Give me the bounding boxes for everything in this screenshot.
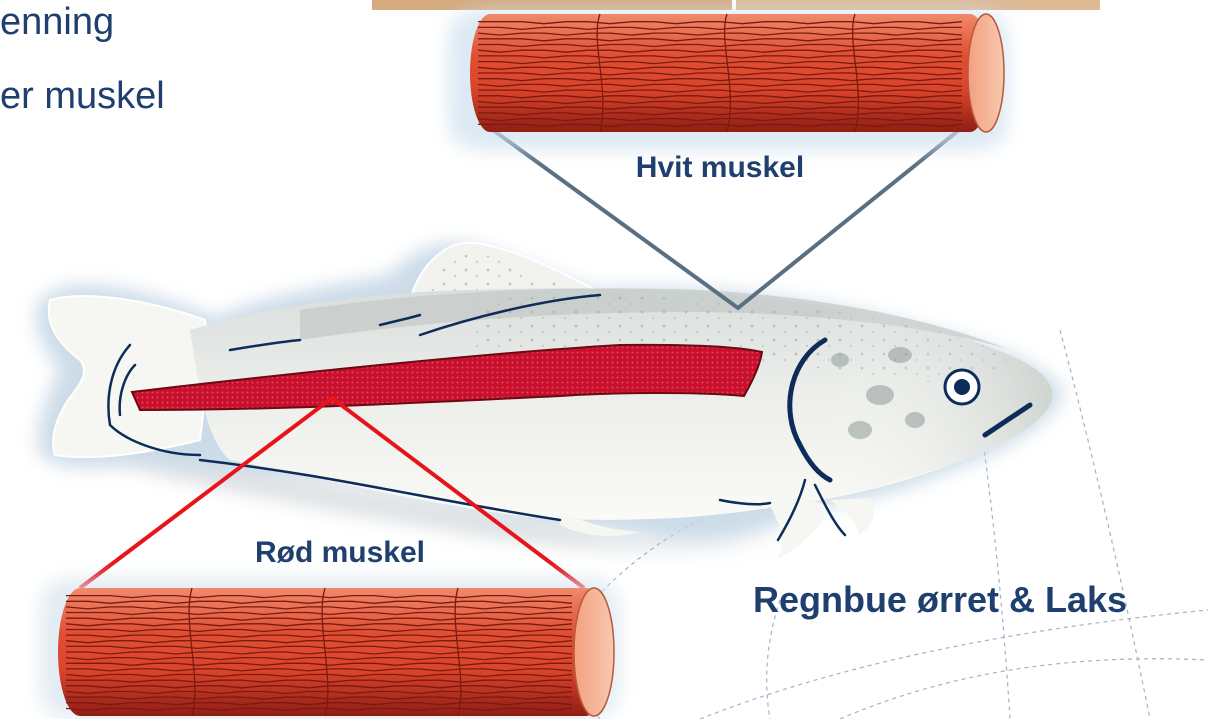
species-label: Regnbue ørret & Laks	[753, 579, 1127, 620]
title-line-2: er muskel	[0, 75, 165, 117]
title-line-1: enning	[0, 1, 114, 43]
top-photo-strip	[372, 0, 1100, 10]
white-muscle-fiber-bundle	[470, 14, 1004, 132]
red-muscle-label: Rød muskel	[255, 536, 425, 569]
white-muscle-label: Hvit muskel	[636, 151, 804, 184]
red-muscle-fiber-bundle	[58, 588, 614, 716]
